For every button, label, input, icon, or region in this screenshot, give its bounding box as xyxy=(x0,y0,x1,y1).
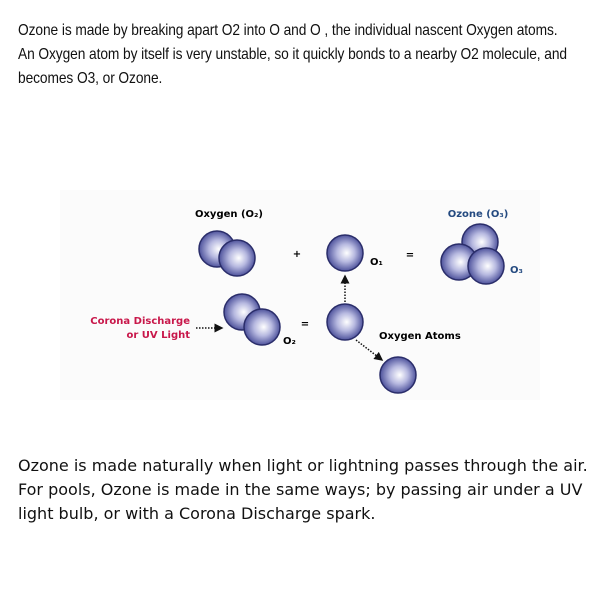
ozone-title: Ozone (O₃) xyxy=(448,209,509,220)
plus-sign: + xyxy=(293,249,301,260)
o1-label: O₁ xyxy=(370,257,383,268)
ozone-atom xyxy=(467,247,505,285)
corona-label-line1: Corona Discharge xyxy=(90,316,190,327)
oxygen-atom xyxy=(379,356,417,394)
arrow-diagonal-icon xyxy=(355,339,384,361)
equals-sign: = xyxy=(301,319,309,330)
intro-paragraph: Ozone is made by breaking apart O2 into … xyxy=(18,22,567,87)
oxygen-single-atom xyxy=(326,234,364,272)
oxygen-title: Oxygen (O₂) xyxy=(195,209,263,220)
equals-sign: = xyxy=(406,250,414,261)
oxygen-atoms-label: Oxygen Atoms xyxy=(379,331,461,342)
corona-label-line2: or UV Light xyxy=(127,330,191,341)
diagram-background xyxy=(60,190,540,400)
oxygen-molecule-atom xyxy=(218,239,256,277)
oxygen-molecule-atom xyxy=(243,308,281,346)
oxygen-atom xyxy=(326,303,364,341)
outro-paragraph: Ozone is made naturally when light or li… xyxy=(18,456,588,523)
o3-label: O₃ xyxy=(510,265,523,276)
o2-label: O₂ xyxy=(283,336,296,347)
